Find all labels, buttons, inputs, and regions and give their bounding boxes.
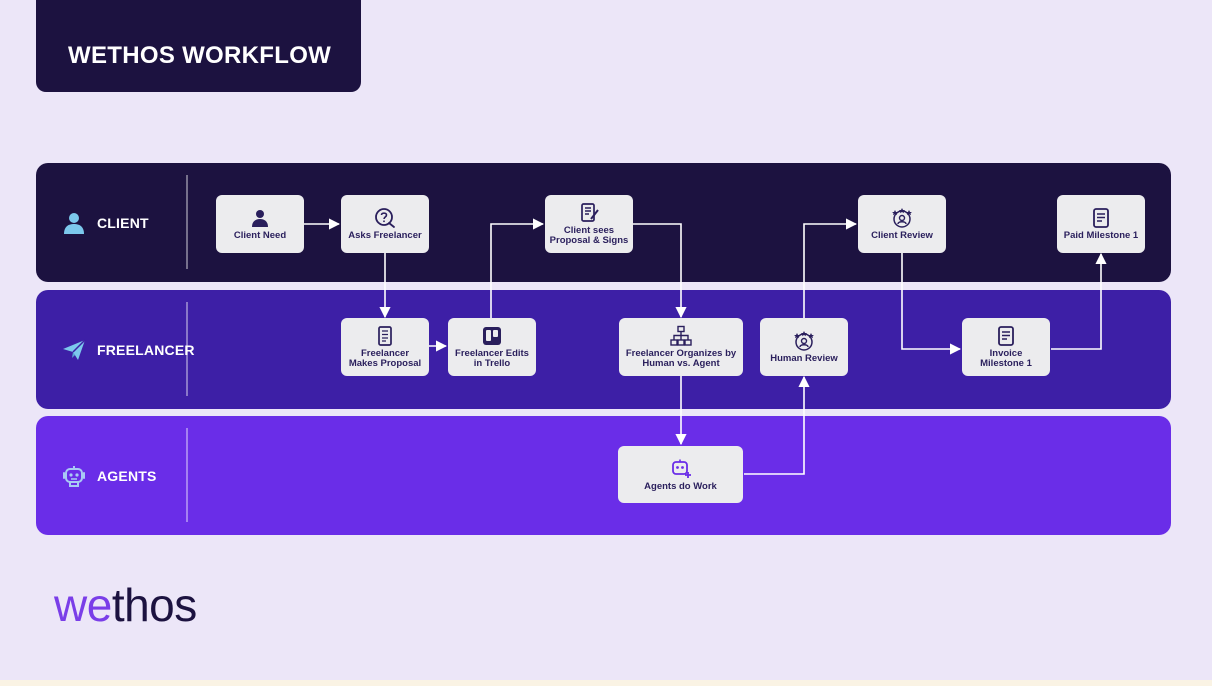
title-banner: WETHOS WORKFLOW xyxy=(36,0,361,92)
node-label: Client Need xyxy=(233,230,287,241)
page-title: WETHOS WORKFLOW xyxy=(68,42,332,69)
robot-icon xyxy=(63,465,85,487)
logo-part-we: we xyxy=(54,579,112,631)
receipt-icon xyxy=(998,326,1014,346)
node-freelancer-organizes[interactable]: Freelancer Organizes by Human vs. Agent xyxy=(619,318,743,376)
lane-header-agents: AGENTS xyxy=(61,416,157,535)
page-bottom-strip xyxy=(0,680,1212,686)
rating-stars-icon xyxy=(892,208,912,228)
arrow-client-sees-to-organizes xyxy=(633,223,687,319)
document-icon xyxy=(378,326,392,346)
node-label: Client sees Proposal & Signs xyxy=(549,225,629,246)
lane-label-freelancer: FREELANCER xyxy=(97,341,195,358)
paper-plane-icon xyxy=(63,338,86,360)
node-freelancer-proposal[interactable]: Freelancer Makes Proposal xyxy=(341,318,429,376)
node-label: Human Review xyxy=(770,353,838,364)
signed-document-icon xyxy=(581,203,599,222)
rating-stars-icon xyxy=(794,331,814,351)
person-icon xyxy=(252,210,268,227)
arrow-agents-to-human-review xyxy=(744,375,810,475)
lane-divider xyxy=(186,302,188,396)
node-label: Asks Freelancer xyxy=(348,230,422,241)
node-label: Freelancer Makes Proposal xyxy=(348,348,422,369)
node-label: Agents do Work xyxy=(644,480,717,492)
node-label: Freelancer Organizes by Human vs. Agent xyxy=(625,348,737,369)
node-paid-milestone[interactable]: Paid Milestone 1 xyxy=(1057,195,1145,253)
receipt-icon xyxy=(1093,208,1109,228)
arrow-human-review-to-client-review xyxy=(803,218,858,318)
org-chart-icon xyxy=(670,325,692,346)
person-icon xyxy=(64,212,84,234)
node-client-sees-proposal[interactable]: Client sees Proposal & Signs xyxy=(545,195,633,253)
lane-label-client: CLIENT xyxy=(97,214,149,231)
node-client-review[interactable]: Client Review xyxy=(858,195,946,253)
trello-icon xyxy=(483,327,501,345)
lane-freelancer: FREELANCER xyxy=(36,290,1171,409)
robot-add-icon xyxy=(671,459,691,478)
arrow-invoice-to-paid xyxy=(1051,252,1107,350)
node-label: Invoice Milestone 1 xyxy=(980,348,1032,369)
node-client-need[interactable]: Client Need xyxy=(216,195,304,253)
lane-agents: AGENTS xyxy=(36,416,1171,535)
node-agents-work[interactable]: Agents do Work xyxy=(618,446,743,503)
node-label: Freelancer Edits in Trello xyxy=(455,348,529,369)
node-label: Paid Milestone 1 xyxy=(1063,230,1139,241)
wethos-logo: wethos xyxy=(54,577,197,633)
lane-divider xyxy=(186,175,188,269)
arrow-client-review-to-invoice xyxy=(901,253,962,355)
node-invoice[interactable]: Invoice Milestone 1 xyxy=(962,318,1050,376)
lane-divider xyxy=(186,428,188,522)
lane-header-freelancer: FREELANCER xyxy=(61,290,195,409)
lane-label-agents: AGENTS xyxy=(97,467,157,484)
arrow-trello-to-client-sees xyxy=(490,218,545,318)
node-freelancer-trello[interactable]: Freelancer Edits in Trello xyxy=(448,318,536,376)
lane-header-client: CLIENT xyxy=(61,163,149,282)
question-bubble-icon xyxy=(375,208,395,228)
node-human-review[interactable]: Human Review xyxy=(760,318,848,376)
node-asks-freelancer[interactable]: Asks Freelancer xyxy=(341,195,429,253)
node-label: Client Review xyxy=(871,230,933,241)
logo-part-thos: thos xyxy=(111,579,197,631)
